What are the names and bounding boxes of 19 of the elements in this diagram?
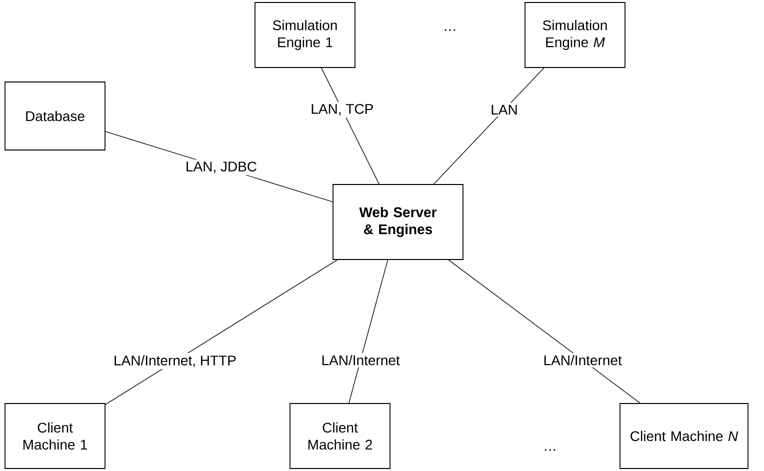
server-box: Web Server & Engines xyxy=(332,184,464,260)
process-box: Client Machine 1 xyxy=(4,403,106,469)
edge-label: LAN/Internet xyxy=(541,352,624,368)
edge-label: LAN xyxy=(488,102,520,117)
process-box: Simulation Engine 1 xyxy=(254,2,356,68)
connector-line xyxy=(105,260,338,405)
edge-label: LAN/Internet xyxy=(319,352,402,368)
process-box: Database xyxy=(4,82,106,150)
ellipsis: … xyxy=(444,29,456,31)
edge-label: LAN/Internet, HTTP xyxy=(112,353,238,370)
connector-line xyxy=(348,260,388,404)
connector-line xyxy=(434,68,544,184)
edge-label: LAN, JDBC xyxy=(184,160,260,176)
process-box: Simulation Engine M xyxy=(524,2,626,68)
process-box: Client Machine 2 xyxy=(290,403,390,469)
connector-line xyxy=(448,260,640,404)
ellipsis: … xyxy=(544,449,556,451)
process-box: Client Machine N xyxy=(620,403,748,469)
edge-label: LAN, TCP xyxy=(308,102,376,118)
